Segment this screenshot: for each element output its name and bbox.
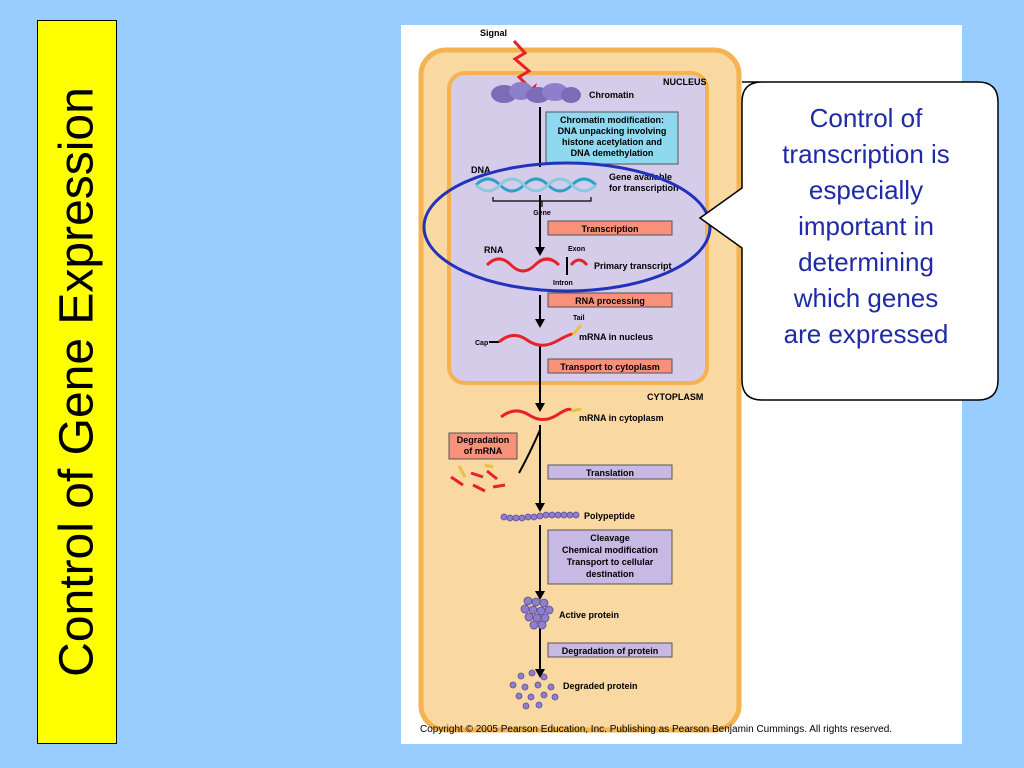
translation-box — [547, 464, 673, 480]
chromatin-icon — [491, 82, 581, 103]
transport-box — [547, 358, 673, 374]
transport-label: Transport to cytoplasm — [560, 362, 660, 372]
mrna-fragments-icon — [450, 463, 506, 493]
protein-degradation-box — [547, 642, 673, 658]
callout-line-5: determining — [798, 247, 934, 277]
callout-line-2: transcription is — [782, 139, 950, 169]
dna-label: DNA — [471, 165, 491, 175]
chromatin-label: Chromatin — [589, 90, 634, 100]
modification-box — [547, 529, 673, 585]
modification-line-2: Chemical modification — [562, 545, 658, 555]
mrna-cytoplasm-tail — [570, 407, 582, 413]
modification-line-1: Cleavage — [590, 533, 630, 543]
callout-line-3: especially — [808, 175, 924, 205]
primary-transcript-label: Primary transcript — [594, 261, 672, 271]
mrna-degradation-line-2: of mRNA — [464, 446, 503, 456]
title-bar: Control of Gene Expression — [37, 20, 117, 744]
slide-title: Control of Gene Expression — [50, 87, 104, 677]
signal-bolt-icon — [512, 39, 533, 91]
cytoplasm-label: CYTOPLASM — [647, 392, 703, 402]
copyright-notice: Copyright © 2005 Pearson Education, Inc.… — [420, 724, 893, 735]
modification-line-4: destination — [586, 569, 634, 579]
transcription-label: Transcription — [581, 224, 638, 234]
callout-line-1: Control of — [809, 103, 923, 133]
rna-label: RNA — [484, 245, 504, 255]
intron-label: Intron — [553, 280, 573, 287]
callout-line-6: which genes — [793, 283, 939, 313]
chromatin-mod-line-1: Chromatin modification: — [560, 115, 664, 125]
chromatin-mod-line-2: DNA unpacking involving — [558, 126, 667, 136]
signal-label: Signal — [480, 28, 507, 38]
rna-processing-label: RNA processing — [575, 296, 645, 306]
polypeptide-icon — [500, 511, 580, 522]
translation-label: Translation — [586, 468, 634, 478]
gene-available-line-1: Gene available — [609, 172, 672, 182]
nucleus-label: NUCLEUS — [663, 77, 707, 87]
active-protein-label: Active protein — [559, 610, 619, 620]
mrna-cytoplasm-strand — [500, 407, 573, 421]
degraded-protein-icon — [509, 669, 559, 710]
callout-line-7: are expressed — [783, 319, 949, 349]
mrna-cytoplasm-label: mRNA in cytoplasm — [579, 413, 664, 423]
callout-text: Control of transcription is especially i… — [735, 100, 997, 352]
modification-line-3: Transport to cellular — [567, 557, 654, 567]
active-protein-icon — [520, 596, 554, 630]
chromatin-mod-line-4: DNA demethylation — [571, 148, 654, 158]
mrna-degradation-box — [448, 432, 518, 460]
gene-label: Gene — [533, 210, 551, 217]
polypeptide-label: Polypeptide — [584, 511, 635, 521]
chromatin-mod-box — [545, 111, 679, 165]
exon-label: Exon — [568, 246, 585, 253]
tail-label: Tail — [573, 315, 585, 322]
mrna-nucleus-label: mRNA in nucleus — [579, 332, 653, 342]
callout-line-4: important in — [798, 211, 934, 241]
rna-processing-box — [547, 292, 673, 308]
mrna-nucleus-strand — [498, 332, 575, 347]
degraded-protein-label: Degraded protein — [563, 681, 638, 691]
protein-degradation-label: Degradation of protein — [562, 646, 659, 656]
mrna-tail — [571, 324, 583, 336]
mrna-degradation-line-1: Degradation — [457, 435, 510, 445]
cap-label: Cap — [475, 340, 488, 347]
gene-available-line-2: for transcription — [609, 183, 679, 193]
chromatin-mod-line-3: histone acetylation and — [562, 137, 662, 147]
